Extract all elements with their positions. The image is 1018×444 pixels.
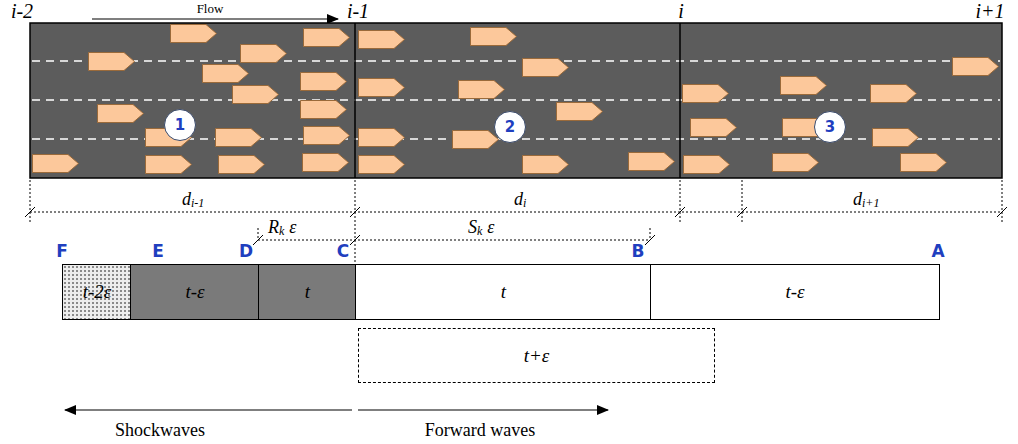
time-segment: t <box>258 264 357 320</box>
callout-circle: 3 <box>814 111 846 143</box>
node-text: t-ε <box>785 281 804 303</box>
node-text: t <box>501 281 506 303</box>
point-letter: B <box>632 243 645 260</box>
subscript: k <box>279 225 284 237</box>
flow-label: Flow <box>197 2 224 15</box>
distance-symbol: S <box>468 218 477 236</box>
node-text: 1 <box>175 116 185 134</box>
time-segment: t-ε <box>130 264 260 320</box>
subscript: i+1 <box>862 197 879 209</box>
node-text: t <box>305 281 310 303</box>
time-segment: t-ε <box>650 264 940 320</box>
node-text: 2 <box>505 118 515 136</box>
time-segment: t <box>355 264 652 320</box>
wave-label: Shockwaves <box>115 421 205 439</box>
node-text: t-2ε <box>83 281 112 303</box>
callout-circle: 2 <box>494 111 526 143</box>
shockwave-arrow <box>65 409 352 410</box>
cell-boundary-index: i-2 <box>11 1 33 21</box>
flow-arrow <box>92 18 338 19</box>
cell-boundary-index: i <box>678 1 684 21</box>
length-symbol: d <box>853 190 862 208</box>
cell-boundary-index: i-1 <box>347 1 369 21</box>
cell-boundary-index: i+1 <box>975 1 1004 21</box>
node-text: t-ε <box>185 281 204 303</box>
subscript: i <box>523 197 526 209</box>
road <box>30 23 1002 178</box>
dimension-lines <box>30 180 1002 262</box>
wave-label: Forward waves <box>425 421 535 439</box>
length-symbol: d <box>182 190 191 208</box>
point-letter: F <box>56 243 68 260</box>
node-text: t+ε <box>524 345 550 367</box>
epsilon: ε <box>289 218 296 236</box>
dimension-ticks <box>25 207 1007 245</box>
length-symbol: d <box>514 190 523 208</box>
point-letter: C <box>337 243 349 260</box>
future-segment: t+ε <box>358 328 715 383</box>
distance-symbol: R <box>268 218 279 236</box>
forward-wave-arrow <box>358 409 608 410</box>
point-letter: E <box>152 243 164 260</box>
point-letter: A <box>931 243 944 260</box>
node-text: 3 <box>825 118 835 136</box>
epsilon: ε <box>487 218 494 236</box>
time-segment: t-2ε <box>62 264 132 320</box>
vehicles <box>33 25 999 174</box>
point-letter: D <box>239 243 253 260</box>
callout-circle: 1 <box>164 109 196 141</box>
cell-boundaries <box>355 23 680 178</box>
subscript: k <box>477 225 482 237</box>
subscript: i-1 <box>191 197 204 209</box>
